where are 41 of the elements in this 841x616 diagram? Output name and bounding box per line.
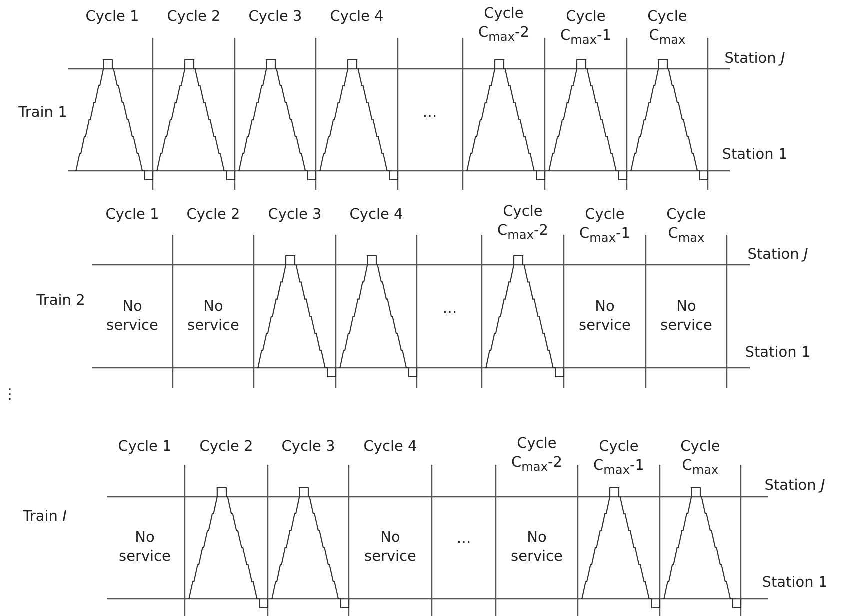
no-service-label: No service bbox=[118, 529, 172, 567]
cycle-label: Cycle C$_{max}$ bbox=[680, 438, 722, 479]
cycle-label: Cycle 2 bbox=[198, 438, 254, 457]
station-label: Station J bbox=[764, 477, 826, 496]
station-label: Station J bbox=[746, 246, 810, 265]
cycle-label: Cycle 1 bbox=[84, 8, 140, 27]
ellipsis: … bbox=[422, 104, 438, 123]
ellipsis: … bbox=[442, 300, 458, 319]
cycle-label: Cycle 3 bbox=[267, 206, 323, 225]
no-service-label: No service bbox=[106, 298, 160, 336]
cycle-label: Cycle 2 bbox=[186, 206, 242, 225]
train-label: Train I bbox=[22, 508, 68, 527]
train-label: Train 1 bbox=[18, 104, 68, 123]
no-service-label: No service bbox=[660, 298, 714, 336]
cycle-label: Cycle 4 bbox=[348, 206, 404, 225]
no-service-label: No service bbox=[510, 529, 564, 567]
station-label: Station J bbox=[724, 50, 786, 69]
station-label: Station 1 bbox=[761, 574, 829, 593]
station-label: Station 1 bbox=[721, 146, 789, 165]
cycle-label: Cycle C$_{max}$-1 bbox=[560, 8, 612, 49]
no-service-label: No service bbox=[578, 298, 632, 336]
vertical-ellipsis: ⋮ bbox=[2, 386, 18, 405]
station-label: Station 1 bbox=[744, 344, 812, 363]
cycle-label: Cycle 1 bbox=[117, 438, 173, 457]
cycle-label: Cycle C$_{max}$ bbox=[646, 8, 688, 49]
cycle-label: Cycle C$_{max}$-2 bbox=[478, 5, 530, 46]
cycle-label: Cycle 2 bbox=[166, 8, 222, 27]
cycle-label: Cycle 4 bbox=[329, 8, 385, 27]
no-service-label: No service bbox=[364, 529, 418, 567]
cycle-label: Cycle 3 bbox=[248, 8, 304, 27]
cycle-label: Cycle 4 bbox=[362, 438, 418, 457]
train-label: Train 2 bbox=[36, 292, 86, 311]
ellipsis: … bbox=[456, 530, 472, 549]
cycle-label: Cycle 1 bbox=[104, 206, 160, 225]
cycle-label: Cycle C$_{max}$ bbox=[666, 206, 708, 247]
cycle-label: Cycle C$_{max}$-1 bbox=[578, 206, 632, 247]
cycle-label: Cycle C$_{max}$-1 bbox=[592, 438, 646, 479]
cycle-label: Cycle C$_{max}$-2 bbox=[510, 435, 564, 476]
no-service-label: No service bbox=[186, 298, 240, 336]
cycle-label: Cycle 3 bbox=[280, 438, 336, 457]
cycle-label: Cycle C$_{max}$-2 bbox=[496, 203, 550, 244]
